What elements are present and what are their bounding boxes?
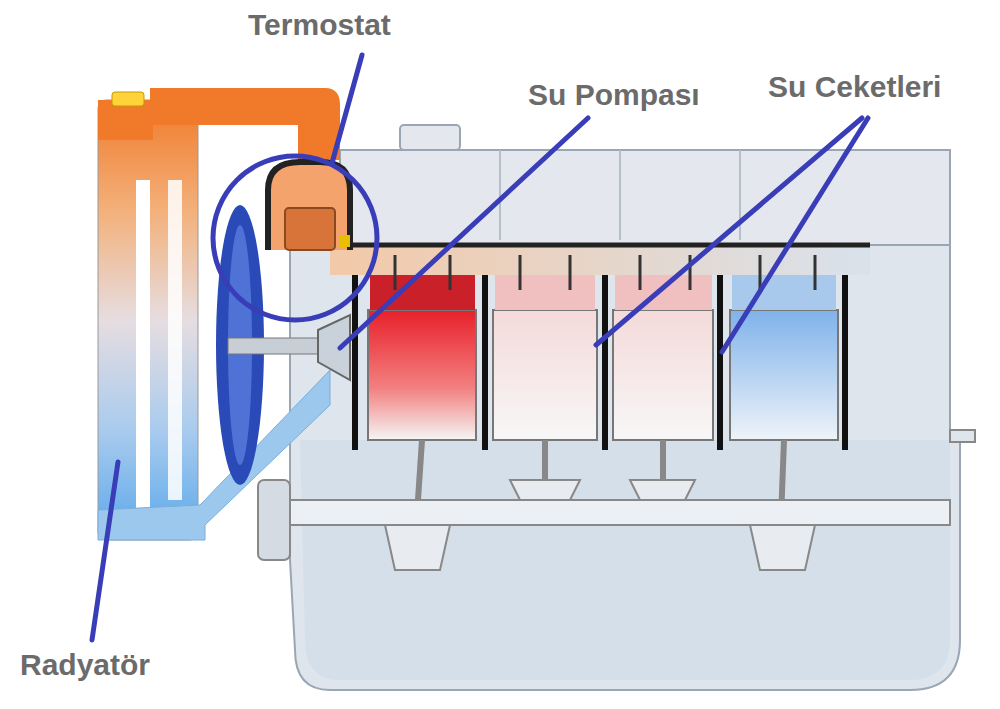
radiator-label: Radyatör — [20, 648, 150, 681]
thermostat-label: Termostat — [248, 8, 391, 41]
water-pump-label: Su Pompası — [528, 78, 700, 111]
water-jackets-label: Su Ceketleri — [768, 70, 941, 103]
